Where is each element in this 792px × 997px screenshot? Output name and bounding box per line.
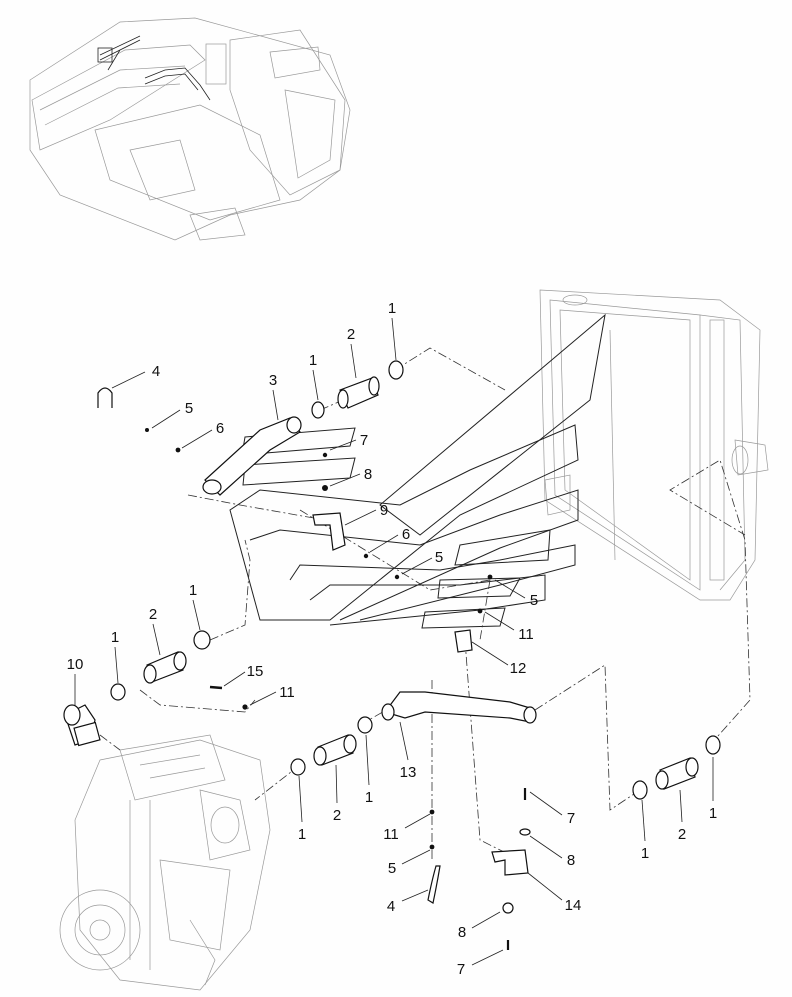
callout-14: 14 [565,897,582,914]
callout-8: 8 [364,466,372,483]
callout-3: 3 [269,372,277,389]
callout-10: 10 [67,656,84,673]
callout-11: 11 [383,826,399,843]
callout-2: 2 [149,606,157,623]
callout-1: 1 [189,582,197,599]
callout-5: 5 [530,592,538,609]
callout-2: 2 [333,807,341,824]
callout-15: 15 [247,663,264,680]
callout-6: 6 [402,526,410,543]
callout-11: 11 [279,684,295,701]
callout-1: 1 [309,352,317,369]
machine-overview [29,17,351,241]
leader-lines [99,347,751,861]
callout-7: 7 [457,961,465,978]
callout-2: 2 [347,326,355,343]
callout-2: 2 [678,826,686,843]
callout-12: 12 [510,660,527,677]
engine-assembly [59,734,271,991]
callout-9: 9 [380,502,388,519]
bracket-14 [491,849,529,876]
callout-8: 8 [458,924,466,941]
fasteners [145,428,531,950]
callout-4: 4 [387,898,395,915]
callout-6: 6 [216,420,224,437]
sleeve-2-top [337,376,380,409]
sleeve-2-mid [313,734,357,766]
elbow-10 [63,704,101,747]
callout-1: 1 [365,789,373,806]
callout-11: 11 [518,626,534,643]
callout-1: 1 [709,805,717,822]
callout-1: 1 [298,826,306,843]
callout-5: 5 [435,549,443,566]
callout-7: 7 [567,810,575,827]
hose-3 [202,416,302,496]
callout-1: 1 [641,845,649,862]
callout-1: 1 [388,300,396,317]
callout-7: 7 [360,432,368,449]
callout-leaders [74,317,714,966]
bracket-12 [454,629,473,653]
callout-8: 8 [567,852,575,869]
clamp-set [110,360,721,800]
callout-13: 13 [400,764,417,781]
bracket-9 [312,512,346,551]
panel-set [229,313,606,629]
u-bolt-4 [97,387,441,904]
sleeve-2-left [143,651,187,684]
callout-5: 5 [185,400,193,417]
radiator-assembly [539,289,769,601]
callout-1: 1 [111,629,119,646]
callout-5: 5 [388,860,396,877]
callout-4: 4 [152,363,160,380]
sleeve-2-right [655,757,699,790]
hose-13 [381,691,537,724]
